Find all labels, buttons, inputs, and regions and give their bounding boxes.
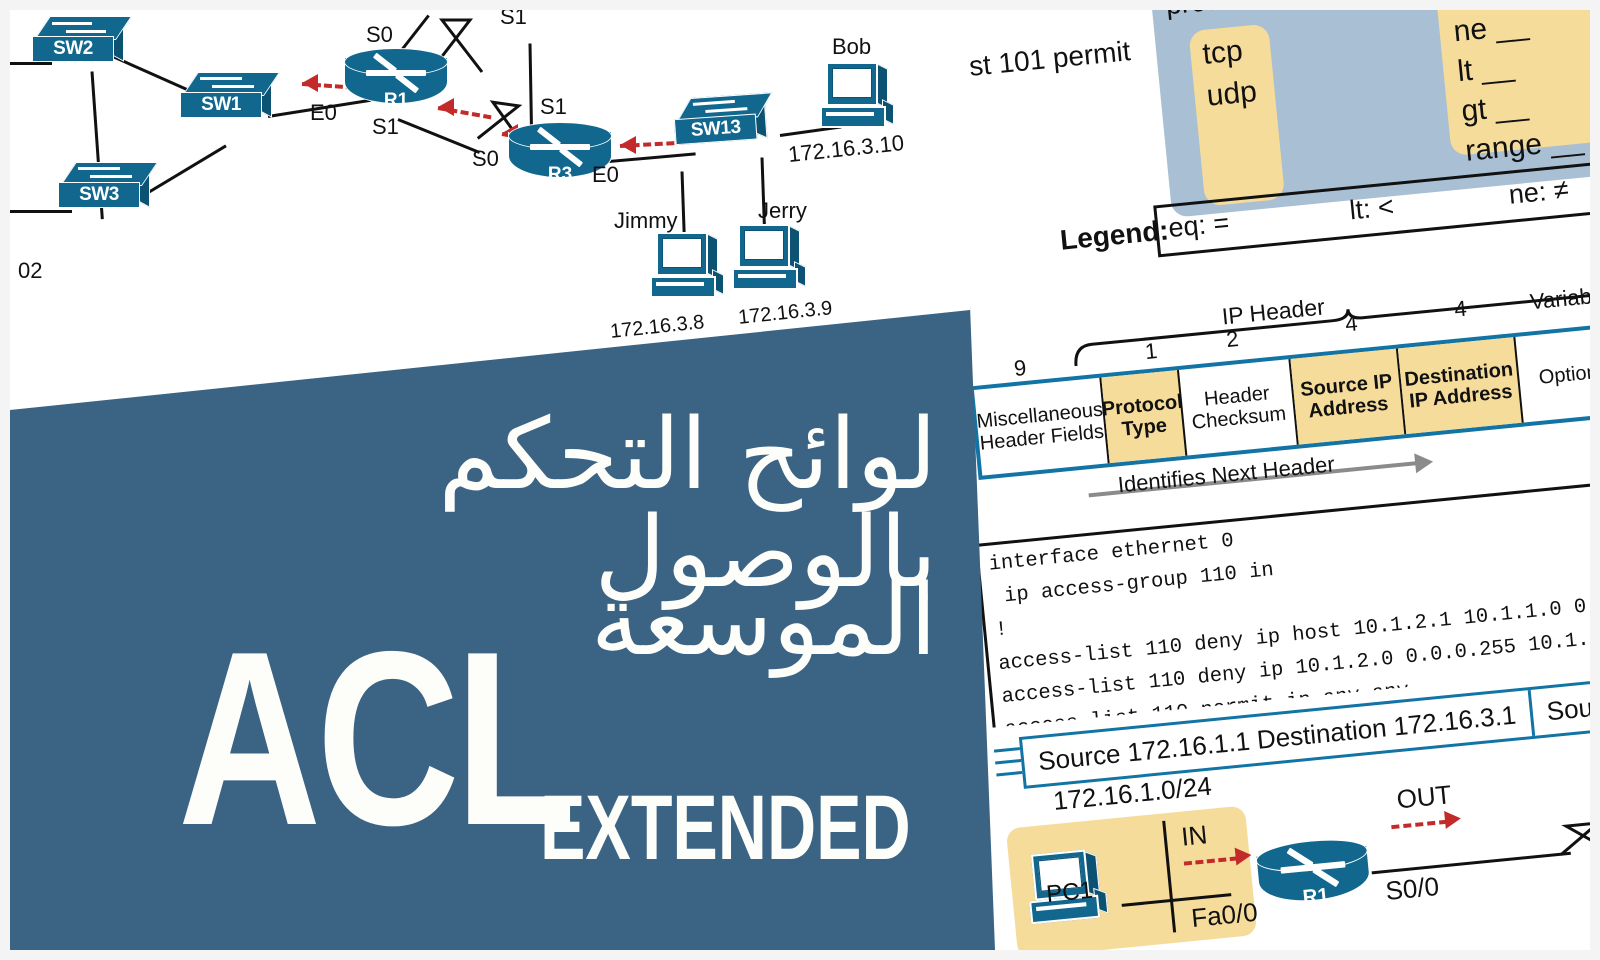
field-size-0: 9 bbox=[1012, 354, 1028, 381]
field-size-2: 2 bbox=[1224, 326, 1240, 353]
field-size-1: 1 bbox=[1143, 338, 1159, 365]
ip-field-protocol: Protocol Type bbox=[1101, 369, 1188, 464]
ip-field-checksum: Header Checksum bbox=[1178, 359, 1299, 456]
pc-jimmy-label: Jimmy bbox=[614, 208, 678, 233]
iface-r1-s1: S1 bbox=[372, 114, 399, 139]
out-arrow-dash bbox=[1391, 819, 1448, 830]
arabic-title-line1: لوائح التحكم بالوصول bbox=[438, 398, 937, 610]
field-size-3: 4 bbox=[1344, 310, 1359, 337]
in-out-direction-slide: Source 172.16.1.1 Destination 172.16.3.1… bbox=[948, 663, 1590, 950]
flow-arrow-1-icon bbox=[302, 74, 318, 92]
ip-label-jerry: 172.16.3.9 bbox=[737, 297, 834, 329]
acl-acronym: ACL bbox=[178, 599, 576, 877]
out-arrow-icon bbox=[1444, 809, 1462, 829]
wire-sw3-left bbox=[10, 210, 72, 213]
acl-command-prefix: list 101 permit bbox=[955, 35, 1132, 84]
operator-option-box: eq __ ne __ lt __ gt __ range __ bbox=[1433, 10, 1590, 168]
legend-item-eq: eq: = bbox=[1167, 207, 1231, 244]
wan-zigzag-icon bbox=[1559, 821, 1590, 856]
arabic-title-line2: الموسعة bbox=[590, 564, 937, 678]
serial-zigzag-2-icon bbox=[476, 100, 525, 146]
ip-field-dest-ip: Destination IP Address bbox=[1397, 336, 1524, 435]
acl-syntax-slide: list 101 permit protocol source_IP sourc… bbox=[932, 10, 1590, 287]
router-r3-icon: R3 bbox=[508, 122, 612, 188]
lan-iface-label: Fa0/0 bbox=[1189, 896, 1259, 934]
iface-r1-e0: E0 bbox=[310, 100, 337, 125]
slide-canvas: list 101 permit protocol source_IP sourc… bbox=[10, 10, 1590, 950]
switch-sw2-icon: SW2 bbox=[32, 16, 133, 62]
legend-item-lt: lt: < bbox=[1348, 191, 1396, 226]
wan-wire bbox=[1371, 851, 1571, 875]
pc-jimmy-icon bbox=[650, 232, 724, 302]
iface-r1-s0: S0 bbox=[366, 22, 393, 47]
switch-sw1-label: SW1 bbox=[201, 94, 241, 115]
ip-label-jimmy: 172.16.3.8 bbox=[609, 311, 706, 343]
flow-arrow-4-icon bbox=[620, 136, 636, 154]
next-header-arrow-icon bbox=[1414, 451, 1435, 474]
protocol-option-udp: udp bbox=[1205, 75, 1259, 113]
pc-bob-icon bbox=[820, 62, 894, 132]
legend-label: Legend: bbox=[1058, 214, 1171, 256]
switch-sw3-icon: SW3 bbox=[58, 162, 159, 208]
iface-r3-s1: S1 bbox=[540, 94, 567, 119]
edge-text-left: 02 bbox=[18, 258, 43, 283]
protocol-option-box: tcp udp bbox=[1188, 23, 1286, 207]
serial-zigzag-1-icon bbox=[428, 18, 484, 73]
flow-arrow-2-icon bbox=[438, 98, 454, 116]
ip-label-bob: 172.16.3.10 bbox=[786, 129, 906, 168]
title-panel: لوائح التحكم بالوصول الموسعة ACL EXTENDE… bbox=[10, 306, 995, 950]
ip-field-source-ip: Source IP Address bbox=[1290, 348, 1407, 445]
ip-header-brace-icon bbox=[1074, 291, 1590, 367]
pc-jerry-icon bbox=[732, 224, 806, 294]
iface-top-s1: S1 bbox=[500, 10, 527, 29]
wire-sw2-left bbox=[10, 62, 52, 65]
ip-field-options: Options bbox=[1537, 359, 1590, 389]
right-slide-column: list 101 permit protocol source_IP sourc… bbox=[932, 10, 1590, 950]
switch-sw3-label: SW3 bbox=[79, 184, 119, 205]
topology-canvas: SW2 SW1 SW3 SW13 bbox=[10, 10, 970, 410]
extended-subtitle: EXTENDED bbox=[540, 777, 911, 879]
wire-r1-s1-down bbox=[397, 118, 481, 154]
in-arrow-icon bbox=[1234, 846, 1253, 866]
pc1-label: PC1 bbox=[1045, 876, 1095, 909]
switch-sw13-label: SW13 bbox=[690, 116, 742, 142]
router-r1-icon: R1 bbox=[1254, 835, 1373, 917]
packet-src-2: Source bbox=[1545, 688, 1590, 726]
ip-header-slide: IP Header 9 1 2 4 4 Variable Miscellaneo… bbox=[950, 242, 1590, 539]
topology-slide: SW2 SW1 SW3 SW13 bbox=[10, 10, 970, 410]
iface-r3-e0: E0 bbox=[592, 162, 619, 187]
switch-sw2-label: SW2 bbox=[53, 38, 93, 59]
iface-r3-s0: S0 bbox=[472, 146, 499, 171]
legend-item-ne: ne: ≠ bbox=[1507, 174, 1570, 210]
router-r3-label: R3 bbox=[547, 164, 573, 185]
protocol-option-tcp: tcp bbox=[1201, 34, 1245, 71]
pc-jerry-label: Jerry bbox=[758, 198, 807, 223]
edge-paren-left: ) bbox=[10, 88, 11, 114]
switch-sw13-icon: SW13 bbox=[673, 92, 773, 146]
pc-bob-label: Bob bbox=[832, 34, 872, 59]
field-size-5: Variable bbox=[1528, 281, 1590, 315]
in-label: IN bbox=[1179, 819, 1209, 852]
router-r1-label: R1 bbox=[383, 90, 409, 111]
ip-field-misc: Miscellaneous Header Fields bbox=[973, 377, 1110, 476]
field-size-4: 4 bbox=[1453, 295, 1468, 322]
switch-sw1-icon: SW1 bbox=[180, 72, 281, 118]
router-r1-icon: R1 bbox=[344, 48, 448, 114]
wan-iface-label: S0/0 bbox=[1384, 870, 1441, 906]
